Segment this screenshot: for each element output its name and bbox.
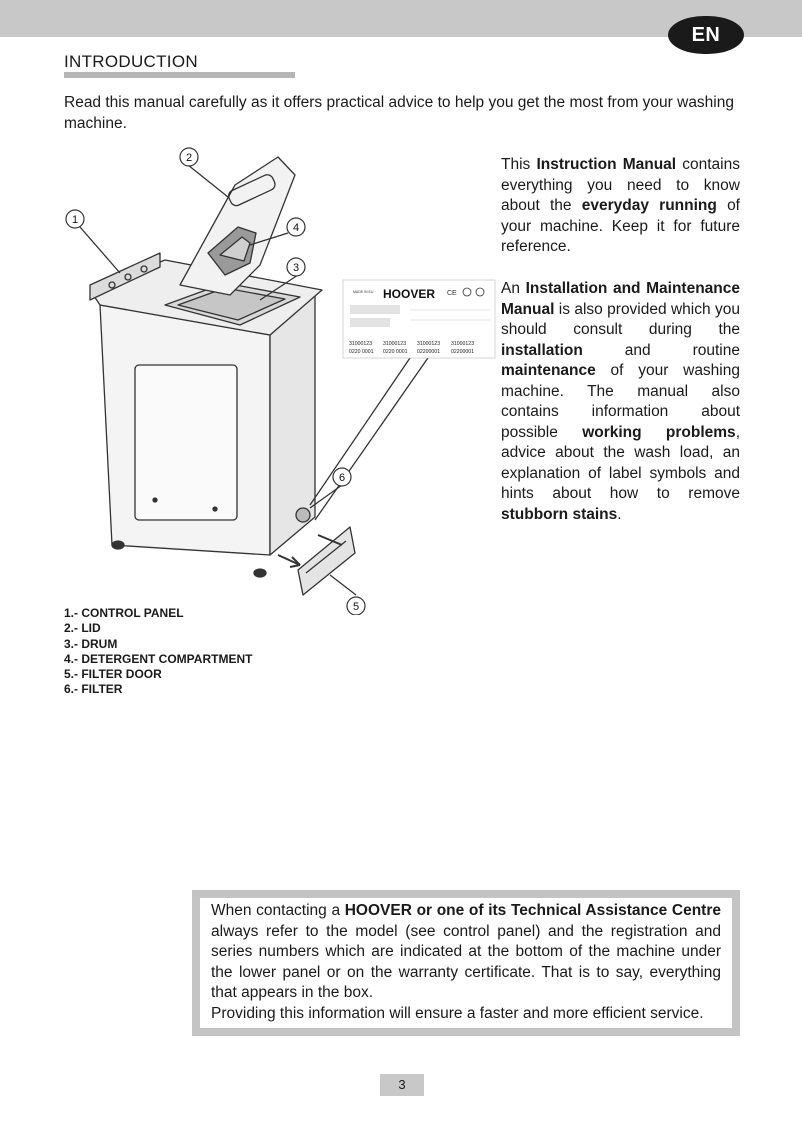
instruction-manual-paragraph: This Instruction Manual contains everyth… <box>501 156 740 255</box>
callout-5: 5 <box>353 601 359 613</box>
notice-text: When contacting a HOOVER or one of its T… <box>200 898 732 1028</box>
code-3: 02200001 <box>417 349 440 355</box>
svg-text:CE: CE <box>447 290 457 297</box>
legend-item: 3.- DRUM <box>64 636 118 651</box>
lid <box>179 156 296 296</box>
page-number: 3 <box>380 1074 424 1096</box>
label-brand: HOOVER <box>383 287 435 301</box>
code-2: 0220 0001 <box>383 349 408 355</box>
serial-3: 31000123 <box>417 341 440 347</box>
legend-item: 5.- FILTER DOOR <box>64 667 162 682</box>
svg-text:MADE IN EU: MADE IN EU <box>353 290 374 294</box>
washing-machine-illustration: 1 2 3 4 5 6 MADE IN EU HOOVER CE 3100012… <box>65 147 496 615</box>
parts-legend: 1.- CONTROL PANEL 2.- LID 3.- DRUM 4.- D… <box>64 606 252 698</box>
installation-manual-paragraph: An Installation and Maintenance Manual i… <box>501 280 741 523</box>
serial-1: 31000123 <box>349 341 372 347</box>
title-underline <box>64 72 295 78</box>
callout-2: 2 <box>186 152 192 164</box>
rating-plate: MADE IN EU HOOVER CE 31000123 31000123 3… <box>342 279 496 359</box>
legend-item: 1.- CONTROL PANEL <box>64 606 184 620</box>
callouts <box>65 147 366 615</box>
legend-item: 2.- LID <box>64 621 101 636</box>
language-badge: EN <box>668 16 744 54</box>
serial-4: 31000123 <box>451 341 474 347</box>
filter <box>295 507 311 523</box>
intro-paragraph: Read this manual carefully as it offers … <box>64 94 734 132</box>
legend-item: 6.- FILTER <box>64 682 123 697</box>
section-title: INTRODUCTION <box>64 52 198 71</box>
front-panel-window <box>134 364 238 521</box>
serial-2: 31000123 <box>383 341 406 347</box>
callout-3: 3 <box>293 262 299 274</box>
callout-1: 1 <box>72 214 78 226</box>
callout-6: 6 <box>339 472 345 484</box>
filter-door <box>297 526 356 596</box>
callout-4: 4 <box>293 222 299 234</box>
legend-item: 4.- DETERGENT COMPARTMENT <box>64 651 253 666</box>
notice-box: When contacting a HOOVER or one of its T… <box>192 890 740 1036</box>
code-1: 0220 0001 <box>349 349 374 355</box>
code-4: 02200001 <box>451 349 474 355</box>
